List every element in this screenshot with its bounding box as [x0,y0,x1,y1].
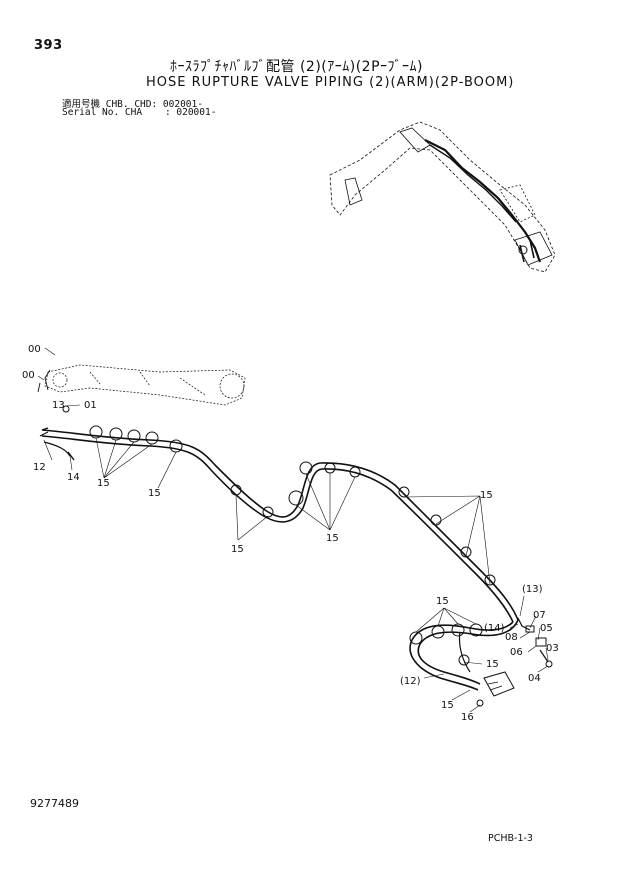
document-id: 9277489 [30,797,79,810]
callout-14-paren: (14) [484,623,505,634]
callout-07: 07 [533,610,546,621]
callout-13-paren: (13) [522,584,543,595]
callout-04: 04 [528,673,541,684]
hose-assembly [39,405,553,707]
page-code: PCHB-1-3 [488,833,533,844]
hose-clamps [89,425,496,666]
callout-15-e: 15 [480,490,493,501]
callout-14: 14 [67,472,80,483]
callout-00-b: 00 [22,370,35,381]
machine-overview-illustration [329,121,556,273]
callout-15-d: 15 [326,533,339,544]
arm-cylinder-illustration [44,364,246,406]
applicability-line-2: Serial No. CHA : 020001- [62,107,217,118]
page-number: 393 [34,38,63,53]
callout-01: 01 [84,400,97,411]
callout-15-g: 15 [486,659,499,670]
applicability-line-1: 適用号機 CHB. CHD: 002001- [62,99,203,110]
callout-13: 13 [52,400,65,411]
callout-15-c: 15 [231,544,244,555]
callout-06: 06 [510,647,523,658]
callout-15-a: 15 [97,478,110,489]
callout-12-paren: (12) [400,676,421,687]
callout-12: 12 [33,462,46,473]
callout-03: 03 [546,643,559,654]
callout-15-b: 15 [148,488,161,499]
page-title-english: HOSE RUPTURE VALVE PIPING (2)(ARM)(2P-BO… [146,75,515,90]
callout-08: 08 [505,632,518,643]
callout-15-f: 15 [436,596,449,607]
callout-leader-lines [37,347,549,713]
callout-15-h: 15 [441,700,454,711]
page-title-japanese: ﾎｰｽﾗﾌﾟﾁｬﾊﾞﾙﾌﾞ配管 (2)(ｱｰﾑ)(2Pｰﾌﾞｰﾑ) [170,59,423,75]
callout-05: 05 [540,623,553,634]
callout-16: 16 [461,712,474,723]
callout-00-a: 00 [28,344,41,355]
